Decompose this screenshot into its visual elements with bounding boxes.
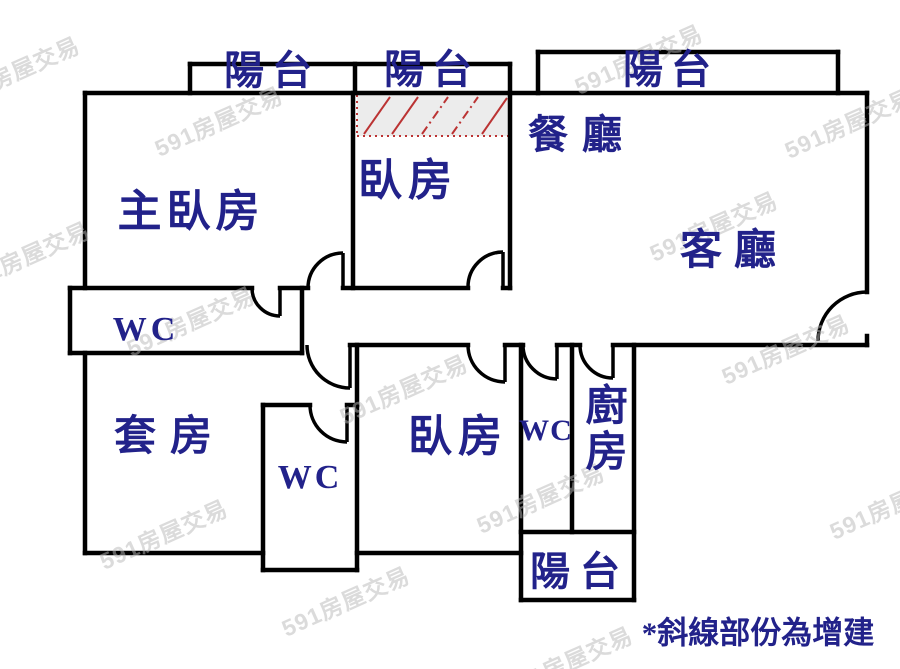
room-label-dining: 餐廳 xyxy=(528,112,636,157)
room-label-wc-suite: WC xyxy=(277,459,343,496)
room-label-kitchen: 廚房 xyxy=(579,383,625,475)
room-label-living: 客廳 xyxy=(679,228,789,274)
hatched-addition-area xyxy=(356,95,508,137)
room-label-suite: 套房 xyxy=(113,414,227,460)
room-label-balcony-top-mid: 陽台 xyxy=(384,47,480,92)
room-label-bedroom-bottom: 臥房 xyxy=(408,412,508,461)
room-label-balcony-top-left: 陽台 xyxy=(224,48,320,93)
room-label-bedroom-top: 臥房 xyxy=(358,156,458,205)
room-label-wc-mid: WC xyxy=(519,414,573,447)
door-arcs xyxy=(250,250,868,444)
room-label-master-bedroom: 主臥房 xyxy=(117,187,265,236)
hatch-legend-note: *斜線部份為增建 xyxy=(641,615,875,651)
room-label-balcony-bottom: 陽台 xyxy=(530,549,630,594)
room-label-wc-master: WC xyxy=(112,311,180,348)
room-label-balcony-top-right: 陽台 xyxy=(623,47,719,92)
walls xyxy=(67,49,870,603)
